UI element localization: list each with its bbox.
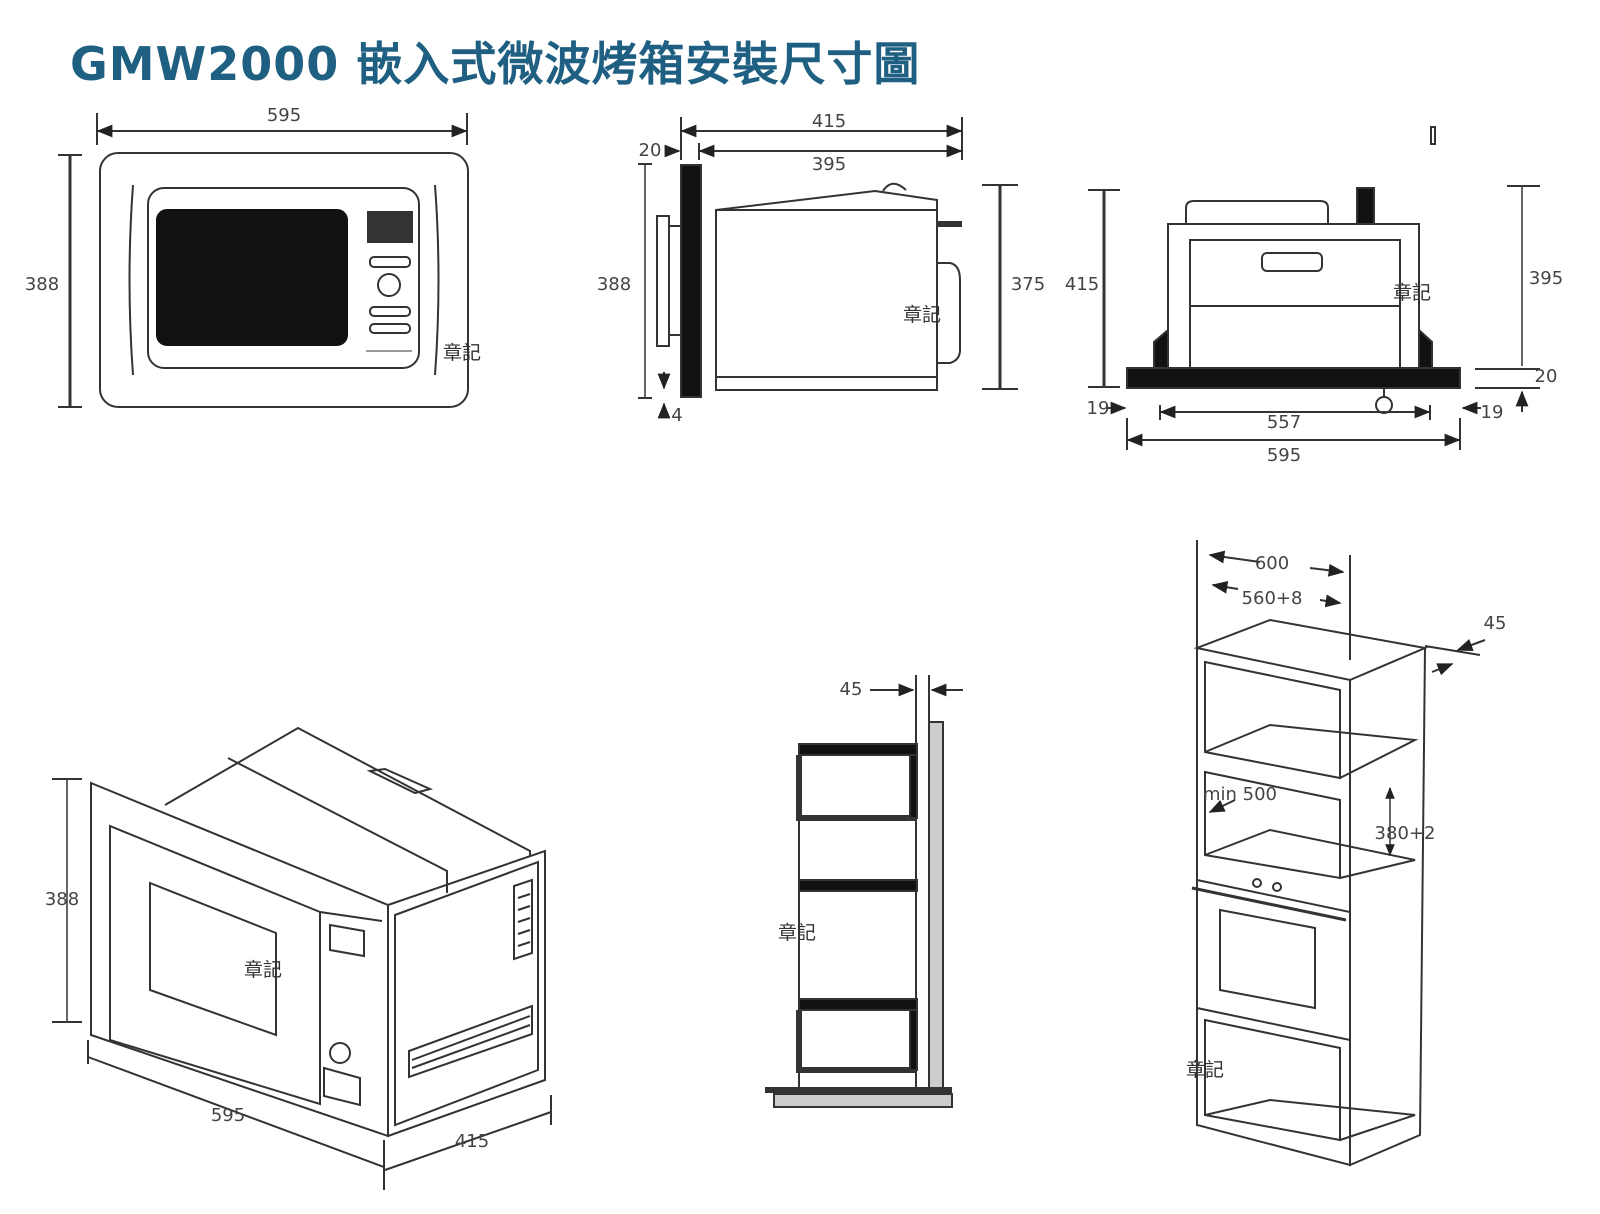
cabinet-view xyxy=(1191,540,1486,1167)
front-view xyxy=(58,113,469,408)
iso-height-label: 388 xyxy=(45,889,79,910)
side-depth-body-label: 395 xyxy=(812,154,846,175)
watermark-2: 章記 xyxy=(903,304,941,326)
side-depth-total-label: 415 xyxy=(812,111,846,132)
top-side-left-label: 19 xyxy=(1087,398,1110,419)
front-height-label: 388 xyxy=(25,274,59,295)
side-frame-thickness-label: 20 xyxy=(639,140,662,161)
cabinet-outer-width-label: 600 xyxy=(1255,553,1289,574)
section-gap-label: 45 xyxy=(840,679,863,700)
watermark-1: 章記 xyxy=(443,342,481,364)
top-view xyxy=(1088,126,1540,450)
iso-depth-label: 415 xyxy=(455,1131,489,1152)
cabinet-opening-width-label: 560+8 xyxy=(1242,588,1303,609)
watermark-3: 章記 xyxy=(1393,282,1431,304)
side-bottom-offset-label: 4 xyxy=(671,405,682,426)
front-width-label: 595 xyxy=(267,105,301,126)
top-side-right-label: 19 xyxy=(1481,402,1504,423)
side-frame-height-label: 388 xyxy=(597,274,631,295)
section-view xyxy=(765,675,963,1108)
top-depth-total-label: 415 xyxy=(1065,274,1099,295)
iso-width-label: 595 xyxy=(211,1105,245,1126)
cabinet-depth-gap-label: 45 xyxy=(1484,613,1507,634)
iso-view xyxy=(52,726,552,1190)
watermark-4: 章記 xyxy=(244,959,282,981)
top-inner-width-label: 557 xyxy=(1267,412,1301,433)
watermark-6: 章記 xyxy=(1186,1059,1224,1081)
cabinet-min-depth-label: min 500 xyxy=(1203,784,1277,805)
cabinet-opening-height-label: 380+2 xyxy=(1375,823,1436,844)
side-view xyxy=(638,117,1018,419)
top-outer-width-label: 595 xyxy=(1267,445,1301,466)
top-depth-body-label: 395 xyxy=(1529,268,1563,289)
page-title: GMW2000 嵌入式微波烤箱安裝尺寸圖 xyxy=(70,37,921,91)
side-body-height-label: 375 xyxy=(1011,274,1045,295)
watermark-5: 章記 xyxy=(778,922,816,944)
top-frame-thickness-label: 20 xyxy=(1535,366,1558,387)
